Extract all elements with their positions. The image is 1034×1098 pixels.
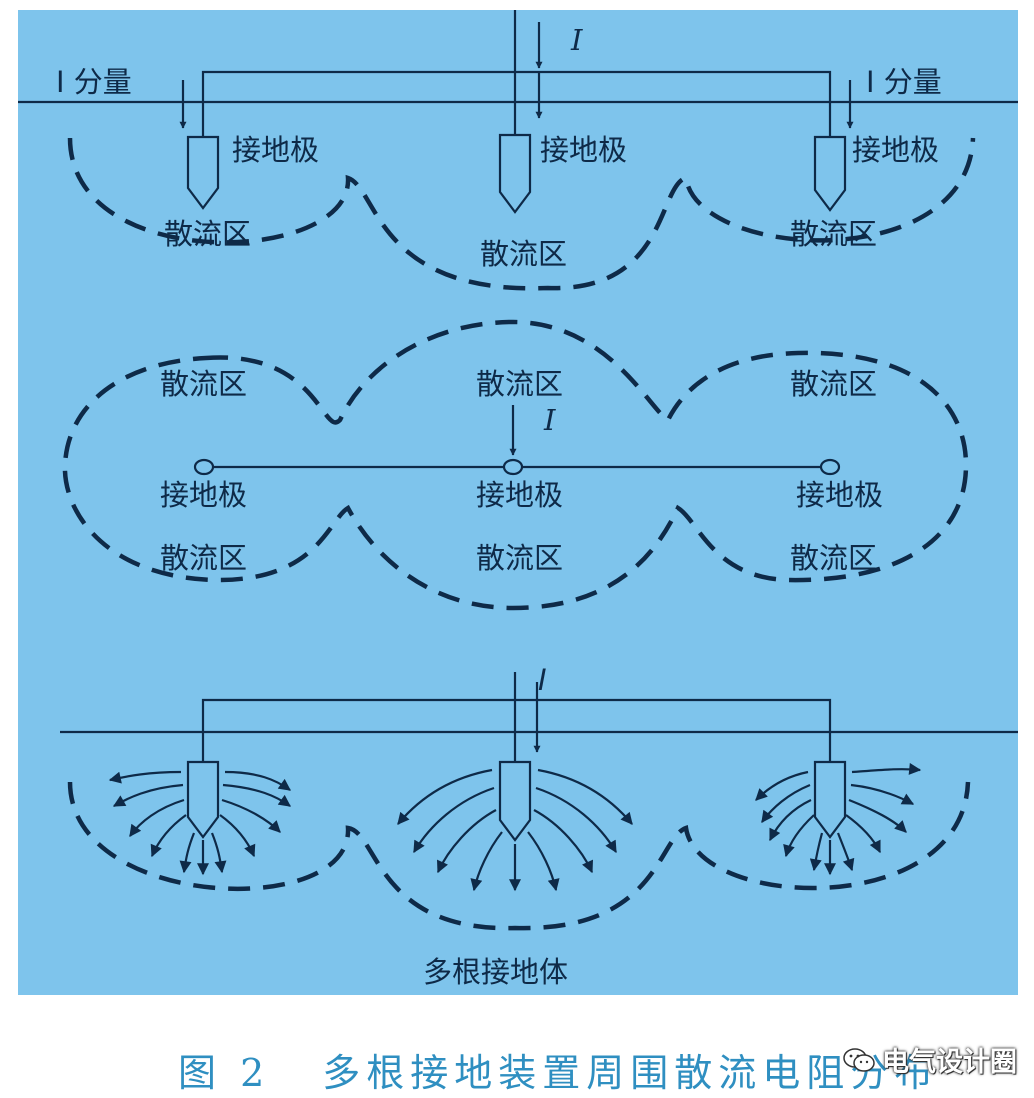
grounding-electrode bbox=[819, 458, 841, 476]
current-flow-arrow bbox=[848, 798, 907, 833]
zone-label: 散流区 bbox=[476, 367, 563, 401]
electrode-label: 接地极 bbox=[160, 478, 247, 512]
grounding-diagram: I I 分量 I 分量 接地极 接地极 接地极 散流区 散流区 散流区 I 散流… bbox=[18, 10, 1018, 989]
zone-label: 散流区 bbox=[160, 367, 247, 401]
busbar-wire bbox=[201, 698, 832, 762]
current-flow-arrow bbox=[222, 783, 291, 807]
zone-label: 散流区 bbox=[160, 541, 247, 575]
grounding-electrode bbox=[502, 458, 524, 476]
current-flow-arrow bbox=[112, 783, 184, 807]
grounding-electrode bbox=[193, 458, 215, 476]
figure-caption: 图 2 多根接地装置周围散流电阻分布 电气设计圈 bbox=[0, 1038, 1034, 1098]
zone-label: 散流区 bbox=[480, 237, 567, 271]
top-panel: I I 分量 I 分量 接地极 接地极 接地极 散流区 散流区 散流区 bbox=[18, 10, 1018, 291]
caption-text: 图 2 多根接地装置周围散流电阻分布 bbox=[178, 1042, 938, 1097]
watermark: 电气设计圈 bbox=[842, 1040, 1017, 1079]
current-flow-arrow bbox=[413, 786, 495, 854]
current-flow-arrow bbox=[537, 768, 633, 825]
current-flow-arrow bbox=[219, 814, 256, 858]
zone-label: 散流区 bbox=[476, 541, 563, 575]
electrode-label: 接地极 bbox=[796, 478, 883, 512]
diagram-title: 多根接地体 bbox=[423, 955, 568, 989]
grounding-electrode bbox=[186, 135, 220, 210]
dispersion-zone-boundary bbox=[62, 319, 969, 611]
zone-label: 散流区 bbox=[790, 541, 877, 575]
watermark-text: 电气设计圈 bbox=[882, 1047, 1017, 1078]
right-component-label: I 分量 bbox=[866, 65, 942, 99]
current-flow-arrow bbox=[809, 832, 824, 872]
current-flow-arrow bbox=[761, 783, 811, 823]
current-flow-arrow bbox=[210, 832, 227, 874]
current-flow-arrow bbox=[535, 786, 617, 854]
diagram-panel: I I 分量 I 分量 接地极 接地极 接地极 散流区 散流区 散流区 I 散流… bbox=[18, 10, 1018, 995]
caption-title: 多根接地装置周围散流电阻分布 bbox=[322, 1051, 939, 1095]
grounding-electrode bbox=[186, 760, 220, 839]
electrode-label: 接地极 bbox=[476, 478, 563, 512]
left-component-label: I 分量 bbox=[56, 65, 132, 99]
current-flow-arrow bbox=[783, 814, 815, 858]
grounding-electrode bbox=[813, 760, 847, 839]
current-label: I bbox=[538, 663, 547, 697]
grounding-electrode bbox=[813, 135, 847, 212]
current-flow-arrow bbox=[845, 814, 881, 854]
current-flow-arrow bbox=[150, 814, 187, 858]
electrode-label: 接地极 bbox=[852, 133, 939, 167]
current-flow-arrow bbox=[221, 798, 281, 833]
current-flow-arrow bbox=[533, 809, 594, 874]
current-flow-arrow bbox=[224, 770, 291, 791]
busbar-wire bbox=[201, 70, 832, 137]
zone-label: 散流区 bbox=[790, 217, 877, 251]
current-label: I bbox=[543, 403, 556, 437]
grounding-electrode bbox=[498, 760, 532, 842]
current-flow-arrow bbox=[470, 831, 503, 892]
current-flow-arrow bbox=[527, 831, 560, 892]
zone-label: 散流区 bbox=[790, 367, 877, 401]
current-flow-arrow bbox=[851, 762, 922, 775]
current-flow-arrow bbox=[397, 768, 493, 825]
current-flow-arrow bbox=[129, 798, 185, 837]
current-flow-arrow bbox=[836, 832, 855, 872]
current-flow-arrow bbox=[179, 832, 196, 874]
wechat-icon bbox=[843, 1047, 875, 1072]
figure-number: 图 2 bbox=[178, 1051, 271, 1095]
current-label: I bbox=[570, 23, 583, 57]
current-flow-arrow bbox=[108, 770, 182, 784]
middle-panel: I 散流区 散流区 散流区 接地极 接地极 接地极 散流区 散流区 散流区 bbox=[62, 319, 969, 611]
current-flow-arrow bbox=[769, 799, 812, 842]
dispersion-zone-boundary bbox=[67, 781, 971, 931]
zone-label: 散流区 bbox=[164, 217, 251, 251]
current-flow-arrow bbox=[436, 809, 497, 874]
bottom-panel: I 多根接地体 bbox=[60, 663, 1018, 989]
dispersion-zone-boundary bbox=[67, 137, 976, 291]
current-flow-lines bbox=[108, 762, 922, 892]
current-flow-arrow bbox=[755, 770, 809, 801]
grounding-electrode bbox=[498, 133, 532, 214]
electrode-label: 接地极 bbox=[540, 133, 627, 167]
current-flow-arrow bbox=[850, 783, 915, 805]
electrode-label: 接地极 bbox=[232, 133, 319, 167]
